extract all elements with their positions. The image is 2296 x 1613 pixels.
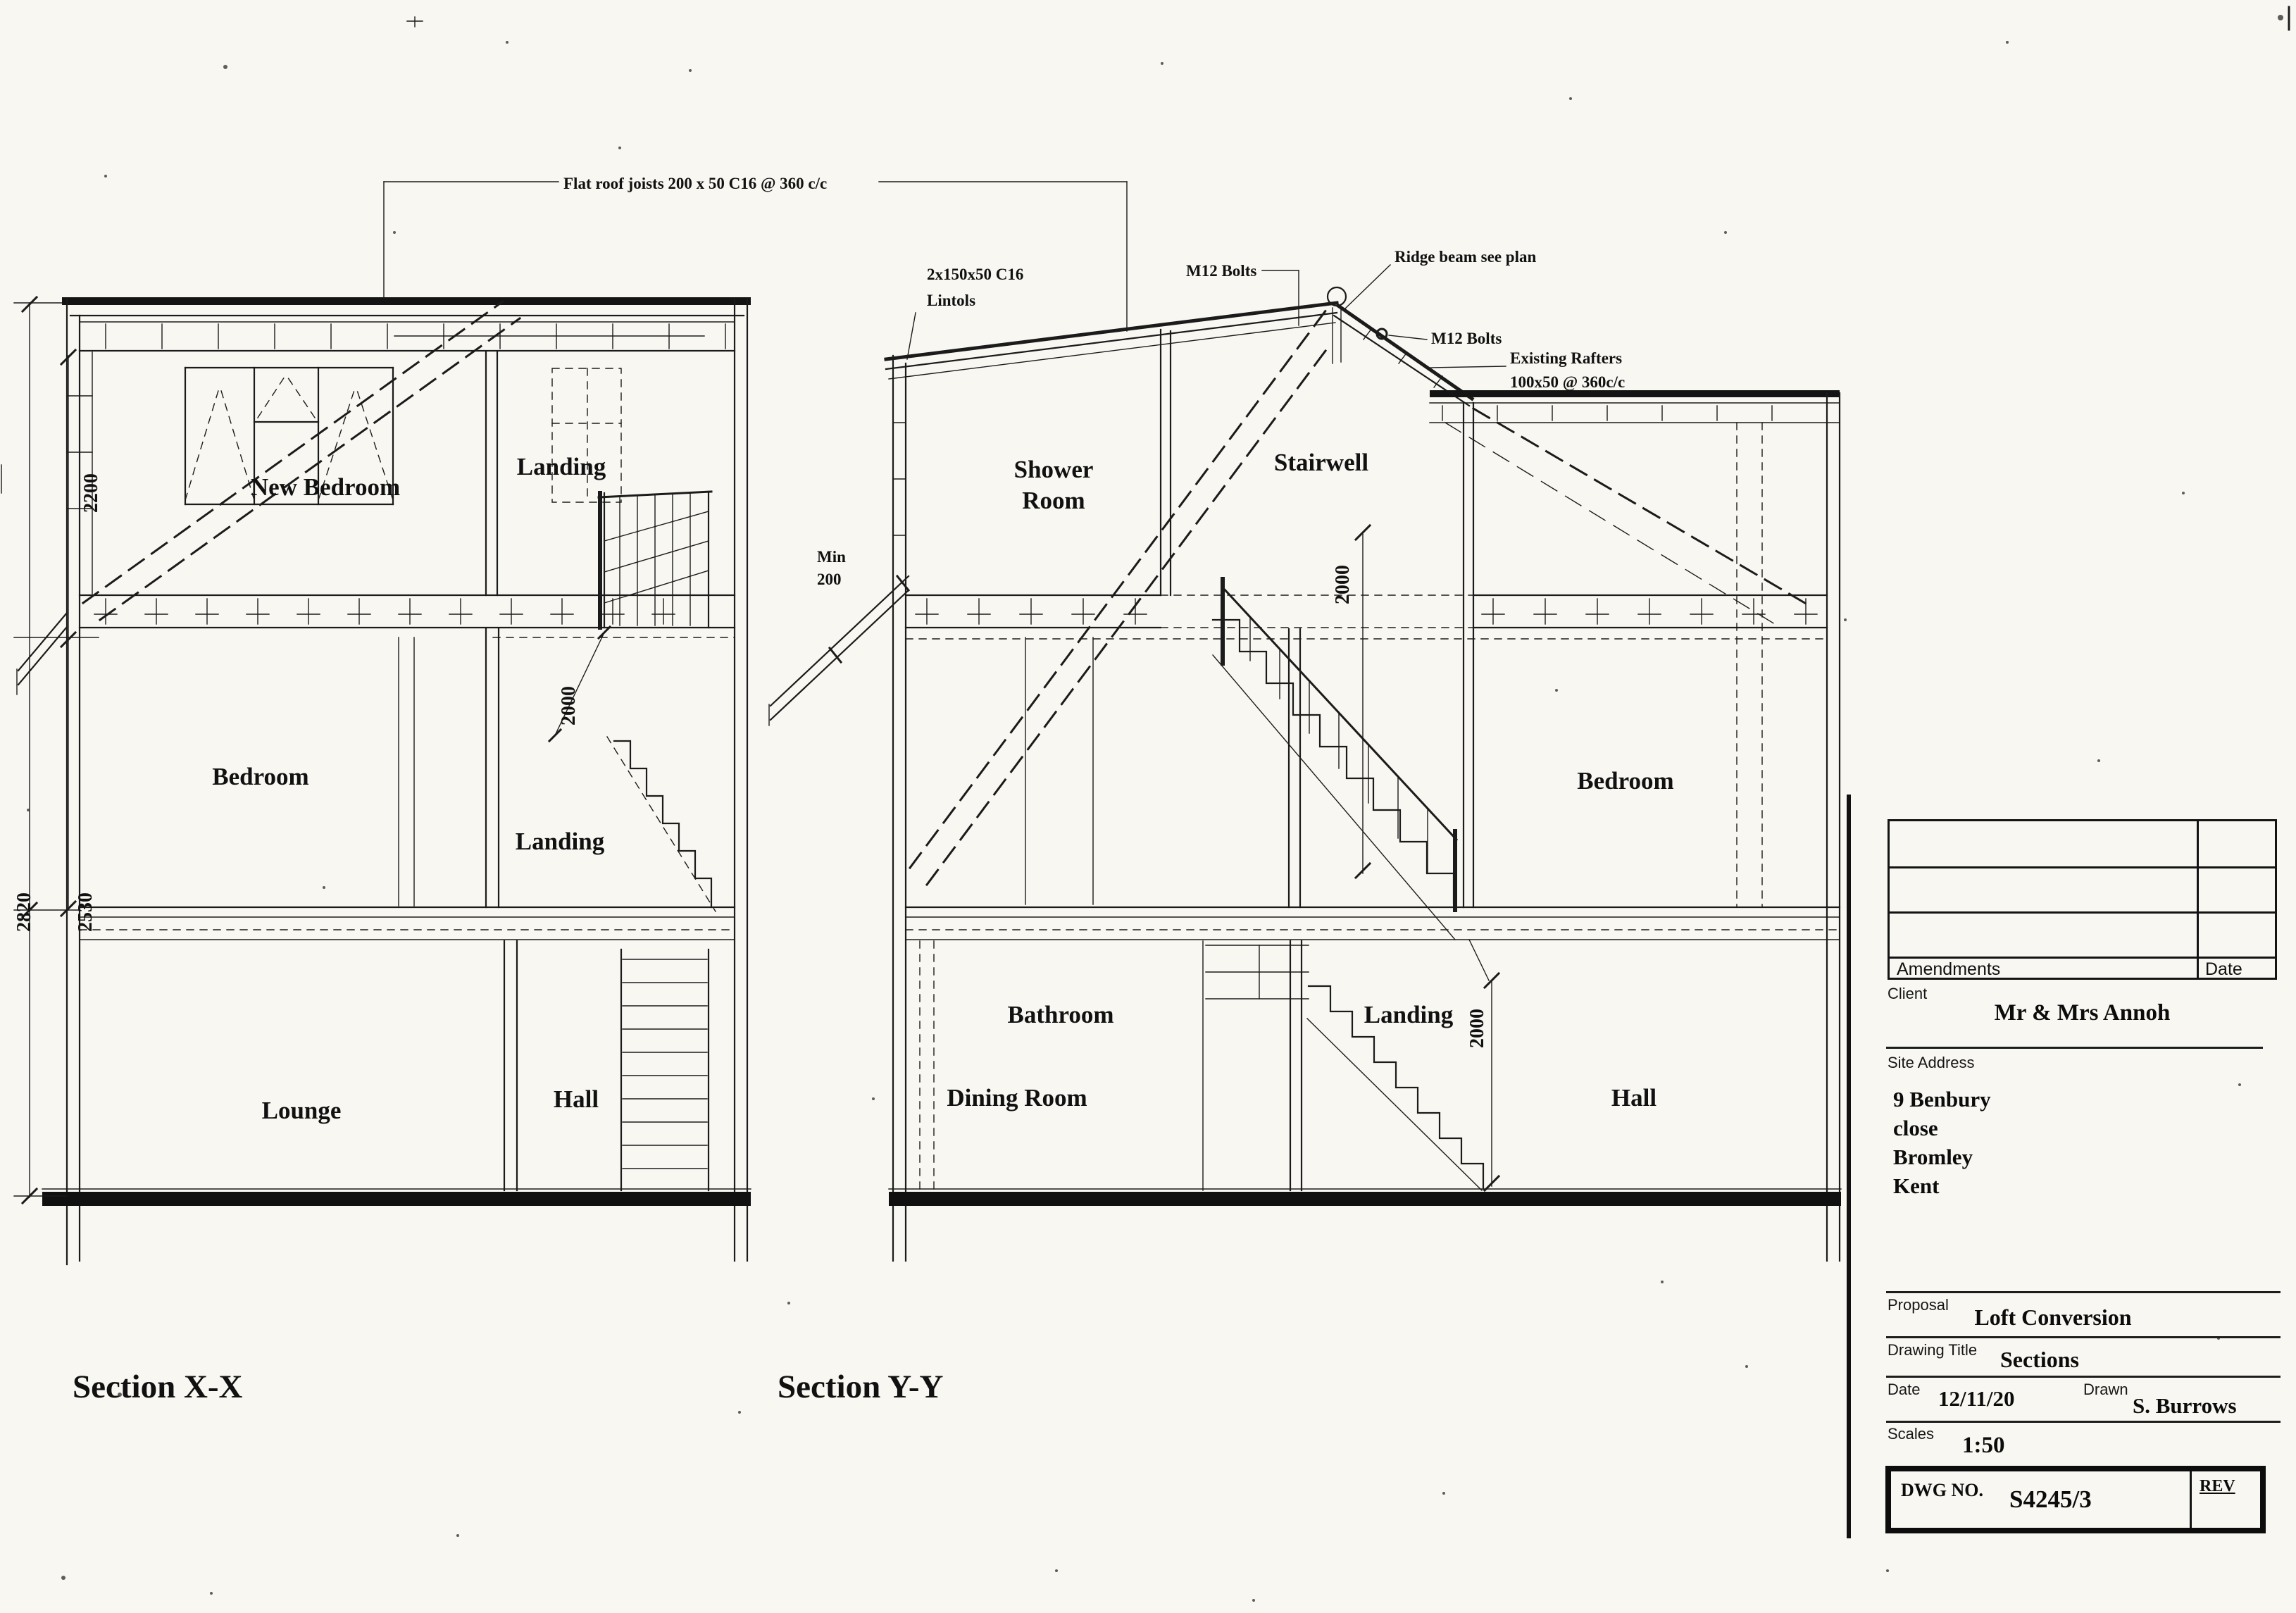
xx-ground-stair [620, 948, 710, 1192]
yy-annotations: 2x150x50 C16 Lintols M12 Bolts Ridge bea… [906, 248, 1625, 392]
yy-hall-stair-dim: 2000 [1466, 939, 1501, 1192]
yy-dim-2000-hall: 2000 [1466, 1009, 1488, 1048]
lintols-label-line1: 2x150x50 C16 [927, 266, 1023, 283]
scales-label: Scales [1888, 1425, 1935, 1443]
xx-first-floor-stair [606, 736, 716, 912]
xx-dim-2200: 2200 [80, 473, 102, 513]
room-label-bedroom: Bedroom [212, 763, 308, 790]
m12-bolts-top-label: M12 Bolts [1186, 262, 1256, 280]
xx-dim-2820: 2820 [13, 892, 35, 932]
site-address-line: close [1893, 1116, 1938, 1140]
yy-dim-2000-stairwell: 2000 [1332, 565, 1354, 604]
rule-client [1886, 1047, 2263, 1049]
proposal-value: Loft Conversion [1974, 1304, 2132, 1330]
site-address-label: Site Address [1888, 1054, 1975, 1071]
yy-min-200-label: 200 [817, 571, 842, 588]
xx-loft-floor-joist-ticks [94, 598, 675, 625]
yy-min-label: Min [817, 548, 846, 566]
title-block-border-line [1847, 795, 1851, 1538]
dwg-no-label: DWG NO. [1901, 1480, 1983, 1500]
ridge-beam-label: Ridge beam see plan [1395, 248, 1536, 266]
room-label-hall-yy: Hall [1611, 1084, 1657, 1111]
section-yy-title: Section Y-Y [778, 1369, 943, 1405]
xx-existing-roof-dashed [81, 299, 505, 605]
xx-loft-stair [597, 490, 713, 630]
yy-ground-slab [889, 1192, 1841, 1206]
room-label-stairwell: Stairwell [1274, 449, 1368, 476]
room-label-new-bedroom: New Bedroom [251, 473, 400, 501]
rev-label: REV [2200, 1477, 2235, 1495]
scan-marks [1, 6, 2290, 494]
yy-upper-stair [1211, 577, 1459, 940]
yy-roof-joist-ticks [1442, 405, 1828, 421]
site-address-line: Kent [1893, 1173, 1940, 1198]
amendments-date-header: Date [2205, 959, 2242, 979]
lintols-label-line2: Lintols [927, 292, 975, 309]
yy-stairwell-dim: 2000 [1332, 523, 1372, 880]
xx-ground-slab [42, 1192, 751, 1206]
proposal-label: Proposal [1888, 1296, 1949, 1314]
xx-landing-dashed-outline [551, 368, 622, 503]
xx-dimensions: 2200 2820 2530 2000 [13, 295, 612, 1205]
dwg-number-box: DWG NO. S4245/3 REV [1885, 1466, 2266, 1533]
existing-rafters-label-line1: Existing Rafters [1510, 349, 1622, 367]
rule-date [1886, 1376, 2281, 1378]
xx-dim-2000: 2000 [558, 686, 580, 725]
yy-right-flat-roof [1430, 390, 1840, 397]
yy-ground-stair [1205, 945, 1485, 1191]
client-label: Client [1888, 985, 1928, 1002]
yy-loft-floor-ticks-left [915, 598, 1147, 625]
flat-roof-joists-label: Flat roof joists 200 x 50 C16 @ 360 c/c [563, 175, 827, 193]
room-label-landing-first: Landing [516, 828, 605, 855]
site-address-line: Bromley [1893, 1145, 1973, 1169]
rule-scales [1886, 1421, 2281, 1423]
room-label-shower-line2: Room [1022, 487, 1085, 514]
date-value: 12/11/20 [1938, 1386, 2015, 1411]
m12-bolts-side-label: M12 Bolts [1431, 330, 1502, 347]
dwg-no-value: S4245/3 [2009, 1486, 2092, 1513]
site-address-line: 9 Benbury [1893, 1087, 1991, 1111]
section-xx-drawing: 2200 2820 2530 2000 Flat roof joists 200… [13, 175, 1128, 1405]
drawing-title-label: Drawing Title [1888, 1341, 1978, 1359]
rule-drawing-title [1886, 1336, 2281, 1338]
existing-rafters-label-line2: 100x50 @ 360c/c [1510, 373, 1625, 392]
date-label: Date [1888, 1381, 1921, 1398]
yy-loft-floor-ticks-right [1481, 598, 1818, 625]
scan-speckles [27, 15, 2283, 1602]
amendments-table: Amendments Date [1888, 819, 2277, 980]
xx-dormer-window [184, 366, 394, 506]
client-name: Mr & Mrs Annoh [1994, 1000, 2171, 1026]
room-label-lounge: Lounge [262, 1097, 342, 1124]
room-label-bedroom-yy: Bedroom [1577, 767, 1673, 795]
yy-m12-bolt-circle [1375, 328, 1388, 340]
drawn-label: Drawn [2083, 1381, 2128, 1398]
yy-dormer-roof [884, 301, 1339, 361]
room-label-landing-yy: Landing [1364, 1001, 1454, 1028]
site-address: 9 Benbury close Bromley Kent [1893, 1085, 1991, 1200]
room-label-shower-line1: Shower [1014, 456, 1094, 483]
xx-roof-joist-ticks [105, 323, 726, 349]
room-label-landing-loft: Landing [517, 453, 606, 480]
room-label-hall-xx: Hall [554, 1085, 599, 1113]
xx-dim-2530: 2530 [75, 892, 96, 932]
room-label-bathroom: Bathroom [1007, 1001, 1113, 1028]
drawing-title-value: Sections [2000, 1347, 2079, 1372]
room-label-dining-room: Dining Room [947, 1084, 1087, 1111]
yy-eaves-min-200: Min 200 [768, 548, 911, 726]
xx-flat-roof [62, 297, 751, 305]
section-yy-drawing: Min 200 [768, 248, 1842, 1405]
rule-proposal [1886, 1291, 2281, 1293]
yy-existing-roof-dashed [908, 305, 1330, 870]
amendments-header: Amendments [1897, 959, 2001, 979]
section-xx-title: Section X-X [73, 1369, 243, 1405]
drawn-value: S. Burrows [2133, 1393, 2237, 1418]
xx-flat-roof-joists-callout: Flat roof joists 200 x 50 C16 @ 360 c/c [383, 175, 1128, 332]
scales-value: 1:50 [1962, 1433, 2005, 1458]
